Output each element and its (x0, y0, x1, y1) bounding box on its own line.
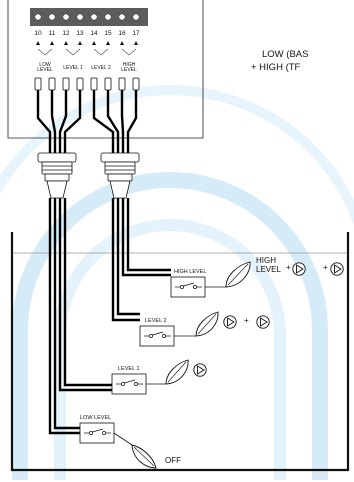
plus-sign: + (323, 263, 328, 272)
terminal-label-high-level: HIGH LEVEL (121, 62, 137, 74)
switch-label-low-level: LOW LEVEL (80, 415, 112, 421)
watermark-arcs (0, 85, 354, 480)
terminal-number: 10 (34, 30, 42, 37)
cable-gland-right (100, 152, 140, 199)
plus-sign: + (244, 316, 249, 325)
float-icon (131, 261, 251, 469)
switch-label-high-level: HIGH LEVEL (174, 269, 207, 275)
wires-top (36, 90, 138, 160)
terminal-number: 11 (48, 30, 56, 37)
wires-tank (48, 198, 171, 435)
terminal-number: 17 (132, 30, 140, 37)
note-line-1: LOW (BAS (262, 49, 309, 60)
indication-high-line-2: LEVEL (256, 265, 281, 274)
terminal-label-level-1: LEVEL 1 (63, 65, 83, 71)
switch-high-level (170, 276, 226, 298)
switch-level-2 (139, 325, 196, 347)
terminal-number: 15 (104, 30, 112, 37)
indication-high-line-1: HIGH (256, 256, 276, 265)
terminal-number: 13 (76, 30, 84, 37)
note-line-2: + HIGH (TF (251, 62, 301, 73)
cable-gland-left (37, 152, 77, 199)
terminal-label-level-2: LEVEL 2 (91, 65, 111, 71)
switch-level-1 (111, 373, 166, 395)
terminal-number: 12 (62, 30, 70, 37)
tank-outline (10, 232, 350, 472)
terminal-block (30, 8, 148, 56)
switch-label-level-2: LEVEL 2 (145, 318, 167, 324)
triangle-indicator-icon (193, 262, 344, 377)
terminal-number: 14 (90, 30, 98, 37)
terminal-number: 16 (118, 30, 126, 37)
switch-label-level-1: LEVEL 1 (118, 366, 140, 372)
wire-lugs (34, 77, 140, 91)
switch-low-level (79, 422, 133, 446)
indication-off: OFF (165, 456, 181, 465)
plus-sign: + (286, 263, 291, 272)
control-box-outline (7, 0, 204, 139)
terminal-label-low-level: LOW LEVEL (37, 62, 53, 74)
